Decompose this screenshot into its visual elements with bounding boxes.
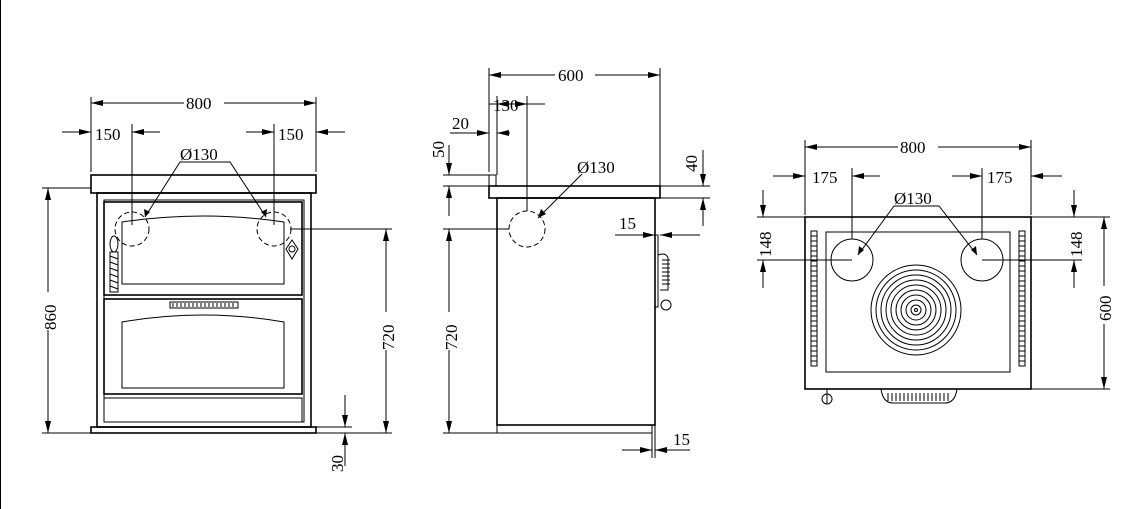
top-vent-left <box>810 230 818 367</box>
firebox-door <box>103 201 303 296</box>
top-depth-offset-right-label: 148 <box>1067 232 1086 258</box>
oven-handle <box>169 301 239 309</box>
firebox-glass <box>121 215 285 285</box>
front-top-plate <box>90 174 317 194</box>
top-outline <box>804 216 1032 390</box>
top-side-offset-right-label: 175 <box>987 168 1013 187</box>
side-backguard <box>488 174 497 187</box>
top-hotplate-rings <box>870 264 962 356</box>
front-view: Ø130 800 150 150 860 <box>38 92 398 472</box>
front-plinth-height-label: 30 <box>328 455 347 472</box>
side-foot <box>496 424 653 434</box>
top-view: Ø130 800 175 175 148 <box>756 137 1115 405</box>
top-dia-leader <box>857 205 978 256</box>
top-flue-diameter-label: Ø130 <box>894 189 932 208</box>
firebox-handle-left <box>109 235 119 293</box>
side-flue-offset-b-label: 130 <box>493 96 519 115</box>
side-flue-offset-a-label: 20 <box>452 114 469 133</box>
top-depth-label: 600 <box>1096 296 1115 322</box>
side-view: Ø130 600 130 20 50 40 <box>429 64 710 458</box>
drawer <box>103 397 303 423</box>
front-body <box>96 192 312 428</box>
top-vent-right <box>1018 230 1026 367</box>
front-total-height-label: 860 <box>41 305 60 331</box>
top-hob-plate <box>825 231 1011 373</box>
front-side-offset-left-label: 150 <box>95 125 121 144</box>
side-handle-projection-label: 15 <box>619 214 636 233</box>
front-dia-leader <box>144 161 267 218</box>
side-flue-diameter-label: Ø130 <box>577 158 615 177</box>
top-depth-offset-left-label: 148 <box>756 232 775 258</box>
front-flue-diameter-label: Ø130 <box>180 145 218 164</box>
front-flue-circle-left <box>114 211 150 247</box>
side-top-plate <box>488 185 661 199</box>
front-side-offset-right-label: 150 <box>278 125 304 144</box>
side-knob <box>660 299 672 311</box>
oven-door <box>103 298 303 395</box>
side-handle <box>657 253 669 291</box>
front-plinth <box>90 426 317 434</box>
oven-glass <box>121 314 285 389</box>
top-side-offset-left-label: 175 <box>812 168 838 187</box>
front-flue-height-label: 720 <box>379 325 398 351</box>
side-top-thickness-label: 40 <box>682 155 701 172</box>
front-width-label: 800 <box>186 94 212 113</box>
damper-knob-right <box>285 239 299 260</box>
side-depth-label: 600 <box>558 66 584 85</box>
side-flue-height-label: 720 <box>442 325 461 351</box>
side-foot-offset-label: 15 <box>673 430 690 449</box>
side-handle-bar <box>654 234 659 308</box>
top-oven-handle <box>880 388 958 404</box>
top-width-label: 800 <box>900 138 926 157</box>
side-top-offset-label: 50 <box>429 141 448 158</box>
front-inner-frame <box>103 199 305 423</box>
